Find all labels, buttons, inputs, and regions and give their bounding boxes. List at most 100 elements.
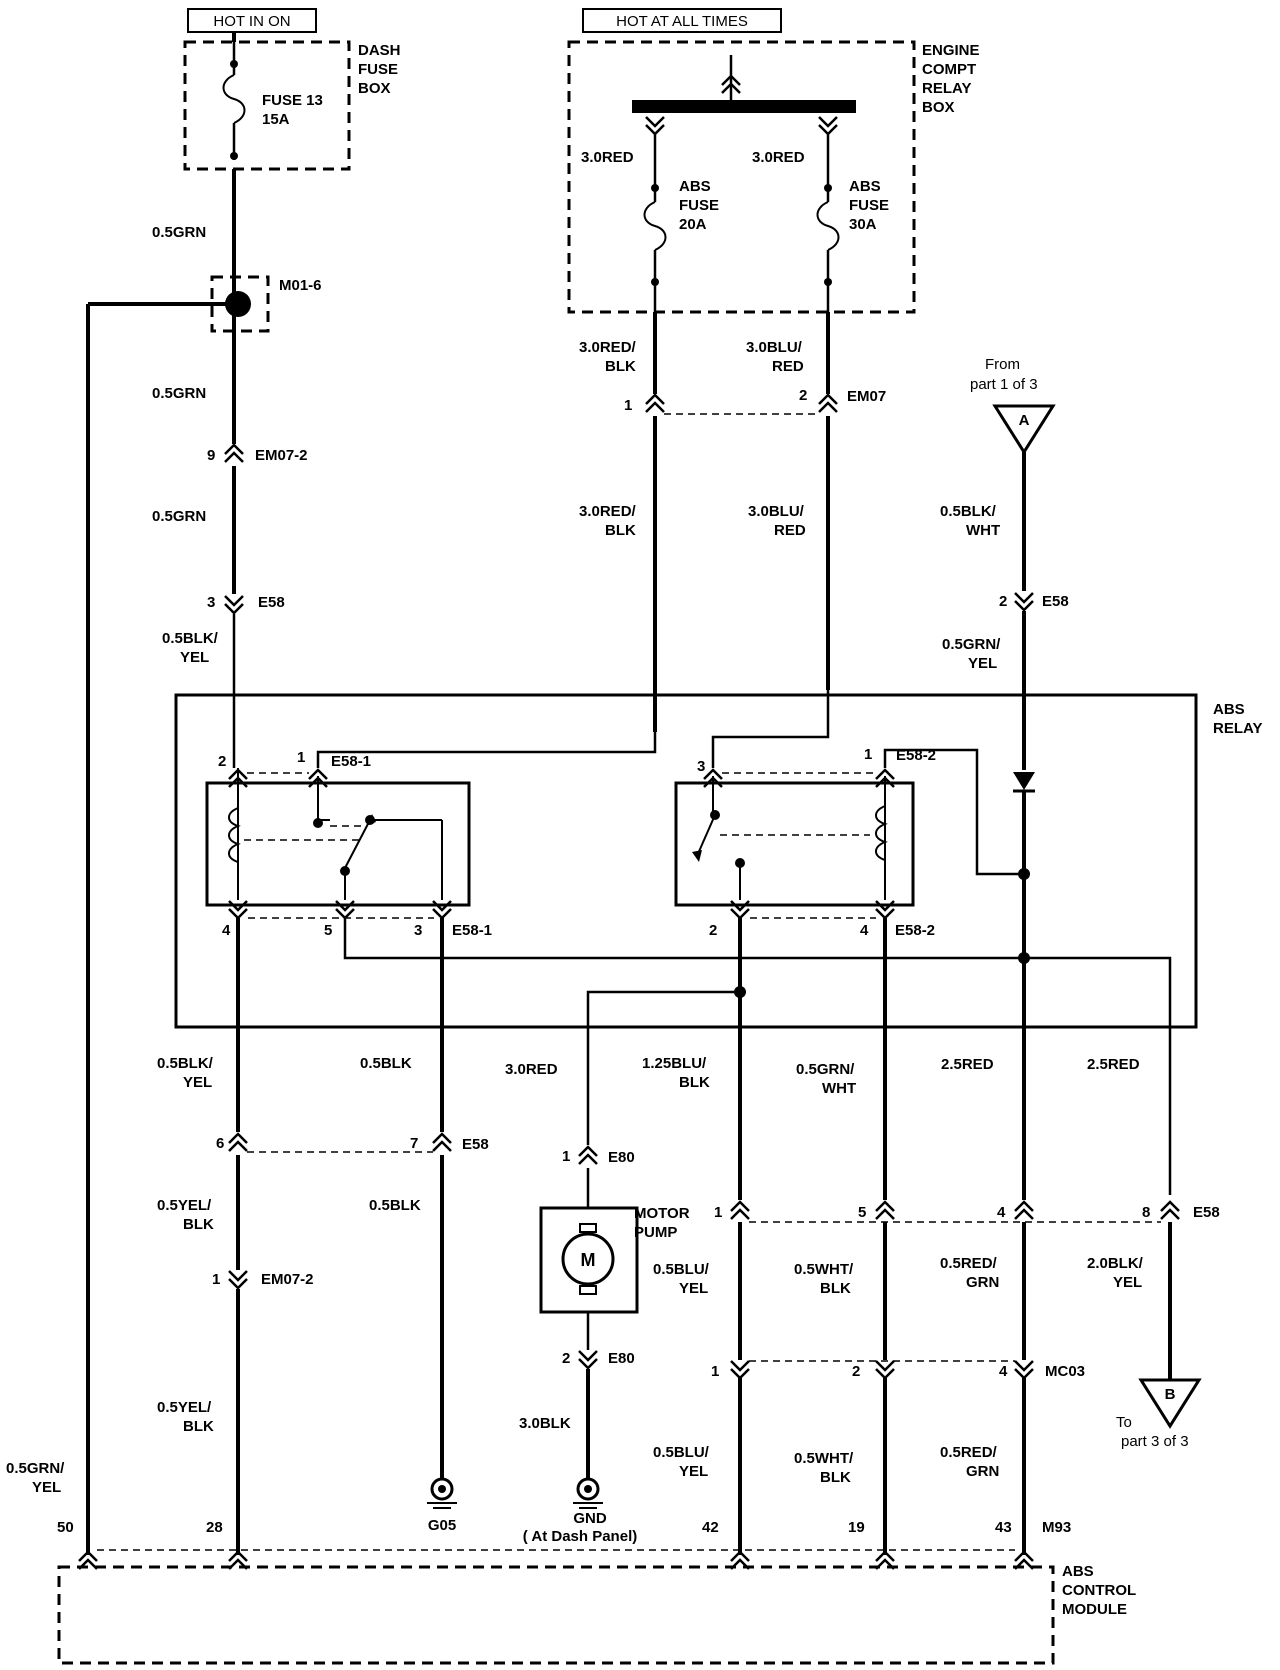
pin-label: 2 <box>999 593 1007 610</box>
connector-e58: E58 <box>462 1136 489 1153</box>
pin-label: 3 <box>414 922 422 939</box>
wire-label: 0.5GRN <box>152 508 206 525</box>
relay-1-switch <box>344 819 371 869</box>
off-page-connector-b <box>1138 1378 1202 1429</box>
hot-at-all-times-label: HOT AT ALL TIMES <box>616 13 748 30</box>
pin-label: 9 <box>207 447 215 464</box>
connector-em07: EM07 <box>847 388 886 405</box>
hot-at-all-times-header: HOT AT ALL TIMES <box>582 8 782 33</box>
wire-label: 0.5YEL/ BLK <box>157 1197 215 1233</box>
wire-label: 0.5BLK/ WHT <box>940 503 1000 539</box>
pin-label: 3 <box>697 758 705 775</box>
connector-e58-1: E58-1 <box>331 753 371 770</box>
to-part-3-label: To part 3 of 3 <box>1116 1414 1189 1450</box>
abs-control-module <box>57 1565 1055 1665</box>
wire-label: 2.5RED <box>941 1056 994 1073</box>
wire-label: 0.5BLK <box>360 1055 412 1072</box>
from-part-1-label: From part 1 of 3 <box>970 356 1038 393</box>
pin-label: 50 <box>57 1519 74 1536</box>
pin-label: 42 <box>702 1519 719 1536</box>
pin-label: 1 <box>297 749 305 766</box>
wire-label: 0.5GRN/ YEL <box>942 636 1005 672</box>
off-page-a-letter: A <box>1019 412 1030 429</box>
pin-label: 2 <box>799 387 807 404</box>
wire-label: 0.5BLU/ YEL <box>653 1444 713 1480</box>
relay-2-coil <box>875 805 888 861</box>
off-page-b-letter: B <box>1165 1386 1176 1403</box>
connector-mc03: MC03 <box>1045 1363 1085 1380</box>
ground-gnd <box>576 1477 600 1501</box>
connector-e80: E80 <box>608 1149 635 1166</box>
ground-gnd-note: ( At Dash Panel) <box>523 1528 637 1545</box>
wire-label: 0.5GRN/ WHT <box>796 1061 859 1097</box>
wire-label: 0.5WHT/ BLK <box>794 1450 857 1486</box>
pin-label: 5 <box>858 1204 866 1221</box>
connector-e58: E58 <box>1193 1204 1220 1221</box>
motor-pump-label: MOTOR PUMP <box>634 1205 694 1241</box>
wire-label: 0.5GRN <box>152 224 206 241</box>
pin-label: 8 <box>1142 1204 1150 1221</box>
pin-label: 4 <box>997 1204 1006 1221</box>
relay-diode <box>1013 772 1035 790</box>
wire-label: 3.0RED <box>581 149 634 166</box>
pin-label: 1 <box>562 1148 570 1165</box>
dash-fuse-box <box>183 40 351 171</box>
wire-label: 3.0BLU/ RED <box>748 503 808 539</box>
pin-label: 2 <box>709 922 717 939</box>
connector-e58-1: E58-1 <box>452 922 492 939</box>
ground-g05-label: G05 <box>428 1517 456 1534</box>
wire-label: 0.5YEL/ BLK <box>157 1399 215 1435</box>
pin-label: 5 <box>324 922 332 939</box>
abs-fuse-20a-label: ABS FUSE 20A <box>679 178 723 233</box>
wire-label: 3.0BLU/ RED <box>746 339 806 375</box>
wire-label: 0.5BLK/ YEL <box>162 630 222 666</box>
pin-label: 4 <box>222 922 231 939</box>
off-page-connector-a <box>992 404 1056 455</box>
wire-label: 0.5GRN <box>152 385 206 402</box>
connector-em07-2: EM07-2 <box>255 447 308 464</box>
wire-label: 2.5RED <box>1087 1056 1140 1073</box>
wire-label: 1.25BLU/ BLK <box>642 1055 710 1091</box>
wire-label: 3.0RED <box>505 1061 558 1078</box>
connector-m93: M93 <box>1042 1519 1071 1536</box>
hot-in-on-label: HOT IN ON <box>213 13 290 30</box>
pin-label: 28 <box>206 1519 223 1536</box>
abs-fuse-20a <box>643 201 667 251</box>
relay-2-switch <box>696 814 716 857</box>
hot-in-on-header: HOT IN ON <box>187 8 317 33</box>
pin-label: 2 <box>218 753 226 770</box>
abs-relay-enclosure <box>174 693 1198 1029</box>
pin-label: 4 <box>860 922 869 939</box>
wire-label: 3.0RED/ BLK <box>579 503 640 539</box>
pin-label: 1 <box>212 1271 220 1288</box>
wire-label: 0.5WHT/ BLK <box>794 1261 857 1297</box>
pin-label: 1 <box>624 397 632 414</box>
wire-label: 0.5BLK <box>369 1197 421 1214</box>
wire-label: 0.5BLU/ YEL <box>653 1261 713 1297</box>
connector-e58: E58 <box>1042 593 1069 610</box>
pin-label: 4 <box>999 1363 1008 1380</box>
wire-label: 0.5BLK/ YEL <box>157 1055 217 1091</box>
connector-em07-2: EM07-2 <box>261 1271 314 1288</box>
abs-relay-label: ABS RELAY <box>1213 701 1262 737</box>
m01-6-splice-box <box>210 275 270 333</box>
engine-relay-box-label: ENGINE COMPT RELAY BOX <box>922 42 984 116</box>
wire-label: 0.5RED/ GRN <box>940 1444 1001 1480</box>
relay-1-coil <box>228 807 241 863</box>
pin-label: 19 <box>848 1519 865 1536</box>
wire-label: 3.0RED <box>752 149 805 166</box>
pin-label: 1 <box>714 1204 722 1221</box>
pin-label: 1 <box>864 746 872 763</box>
wire-label: 3.0BLK <box>519 1415 571 1432</box>
ground-g05 <box>430 1477 454 1501</box>
fuse-13 <box>222 74 246 124</box>
connector-e58: E58 <box>258 594 285 611</box>
connector-m01-6: M01-6 <box>279 277 322 294</box>
relay-1-body <box>205 781 471 907</box>
abs-control-module-label: ABS CONTROL MODULE <box>1062 1563 1140 1618</box>
ground-gnd-label: GND <box>573 1510 607 1527</box>
pin-label: 43 <box>995 1519 1012 1536</box>
engine-compt-relay-box <box>567 40 916 314</box>
dash-fuse-box-label: DASH FUSE BOX <box>358 42 405 97</box>
